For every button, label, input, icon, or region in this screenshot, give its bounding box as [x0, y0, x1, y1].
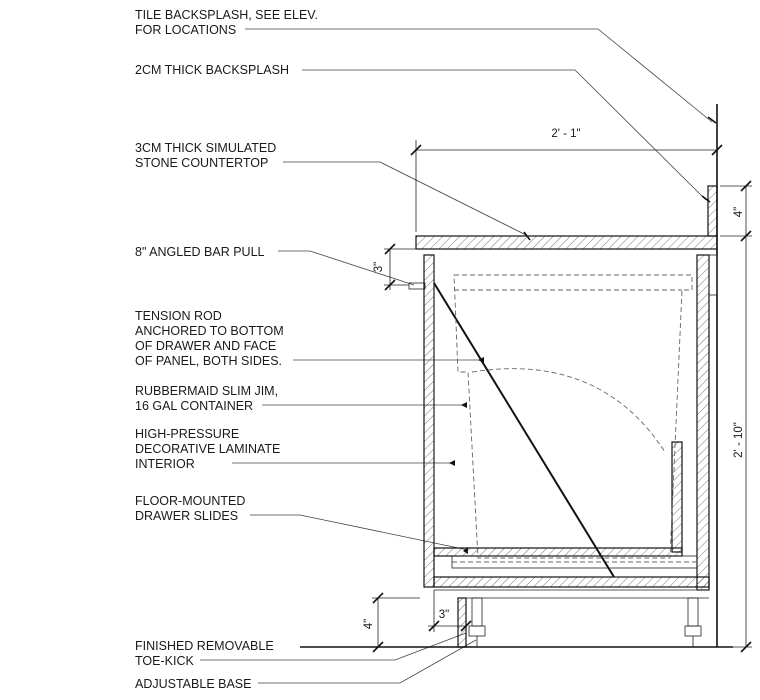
note-adjustable-base: ADJUSTABLE BASE [135, 677, 251, 691]
notes-group: TILE BACKSPLASH, SEE ELEV. FOR LOCATIONS… [135, 8, 318, 691]
note-countertop-line1: 3CM THICK SIMULATED [135, 141, 276, 155]
cabinet-bottom [433, 576, 710, 588]
leader-bar-pull [278, 250, 415, 286]
container-outline [453, 274, 693, 559]
dim-toekick-height: 4" [363, 619, 375, 629]
dim-tick [428, 620, 440, 632]
dim-tick [740, 641, 752, 653]
note-slides-line2: DRAWER SLIDES [135, 509, 238, 523]
front-panel [423, 254, 435, 588]
leader-tile-backsplash [245, 28, 713, 123]
backsplash [707, 185, 718, 237]
dim-tick [384, 243, 396, 255]
back-cleat [708, 254, 718, 296]
cabinet-section [300, 104, 733, 648]
dim-overall-height: 2' - 10" [733, 422, 745, 458]
note-laminate-line1: HIGH-PRESSURE [135, 427, 239, 441]
leader-arrow [461, 402, 467, 408]
leader-slides [250, 514, 469, 551]
leader-backsplash-2cm [302, 69, 707, 201]
drawer-bottom [433, 547, 683, 557]
dimensions-group: 2' - 1" 4" 2' - 10" 3" 4" 3" [363, 128, 752, 653]
note-tension-rod-line4: OF PANEL, BOTH SIDES. [135, 354, 282, 368]
note-bar-pull: 8" ANGLED BAR PULL [135, 245, 265, 259]
adjustable-leg-rear [684, 597, 702, 647]
note-tension-rod-line3: OF DRAWER AND FACE [135, 339, 276, 353]
note-countertop-line2: STONE COUNTERTOP [135, 156, 268, 170]
dim-tick [740, 180, 752, 192]
countertop [415, 235, 718, 250]
dim-tick [740, 230, 752, 242]
leader-countertop [283, 161, 529, 237]
note-tension-rod-line2: ANCHORED TO BOTTOM [135, 324, 284, 338]
note-container-line2: 16 GAL CONTAINER [135, 399, 253, 413]
note-tension-rod-line1: TENSION ROD [135, 309, 222, 323]
leader-tick [707, 116, 717, 124]
tension-rod [433, 282, 615, 578]
drawer-back [671, 441, 683, 553]
toe-kick [457, 597, 467, 648]
note-container-line1: RUBBERMAID SLIM JIM, [135, 384, 278, 398]
back-panel [696, 254, 710, 591]
note-slides-line1: FLOOR-MOUNTED [135, 494, 245, 508]
dim-tick [372, 641, 384, 653]
note-laminate-line2: DECORATIVE LAMINATE [135, 442, 280, 456]
note-tile-backsplash-line2: FOR LOCATIONS [135, 23, 236, 37]
dim-tick [384, 279, 396, 291]
adjustable-leg-front [468, 597, 486, 647]
bar-pull [408, 282, 426, 290]
note-toekick-line1: FINISHED REMOVABLE [135, 639, 274, 653]
leader-adjustable-base [258, 639, 477, 684]
dim-toekick-setback: 3" [439, 609, 449, 621]
dim-tick [410, 144, 422, 156]
dim-backsplash-height: 4" [733, 207, 745, 217]
note-tile-backsplash-line1: TILE BACKSPLASH, SEE ELEV. [135, 8, 318, 22]
dim-overall-depth: 2' - 1" [551, 128, 580, 140]
leader-toekick [200, 632, 467, 661]
dim-tick [372, 592, 384, 604]
dim-tick [711, 144, 723, 156]
leader-arrow [449, 460, 455, 466]
note-backsplash-2cm: 2CM THICK BACKSPLASH [135, 63, 289, 77]
dim-tick [460, 620, 472, 632]
note-laminate-line3: INTERIOR [135, 457, 195, 471]
note-toekick-line2: TOE-KICK [135, 654, 194, 668]
dim-pull-offset: 3" [373, 262, 385, 272]
